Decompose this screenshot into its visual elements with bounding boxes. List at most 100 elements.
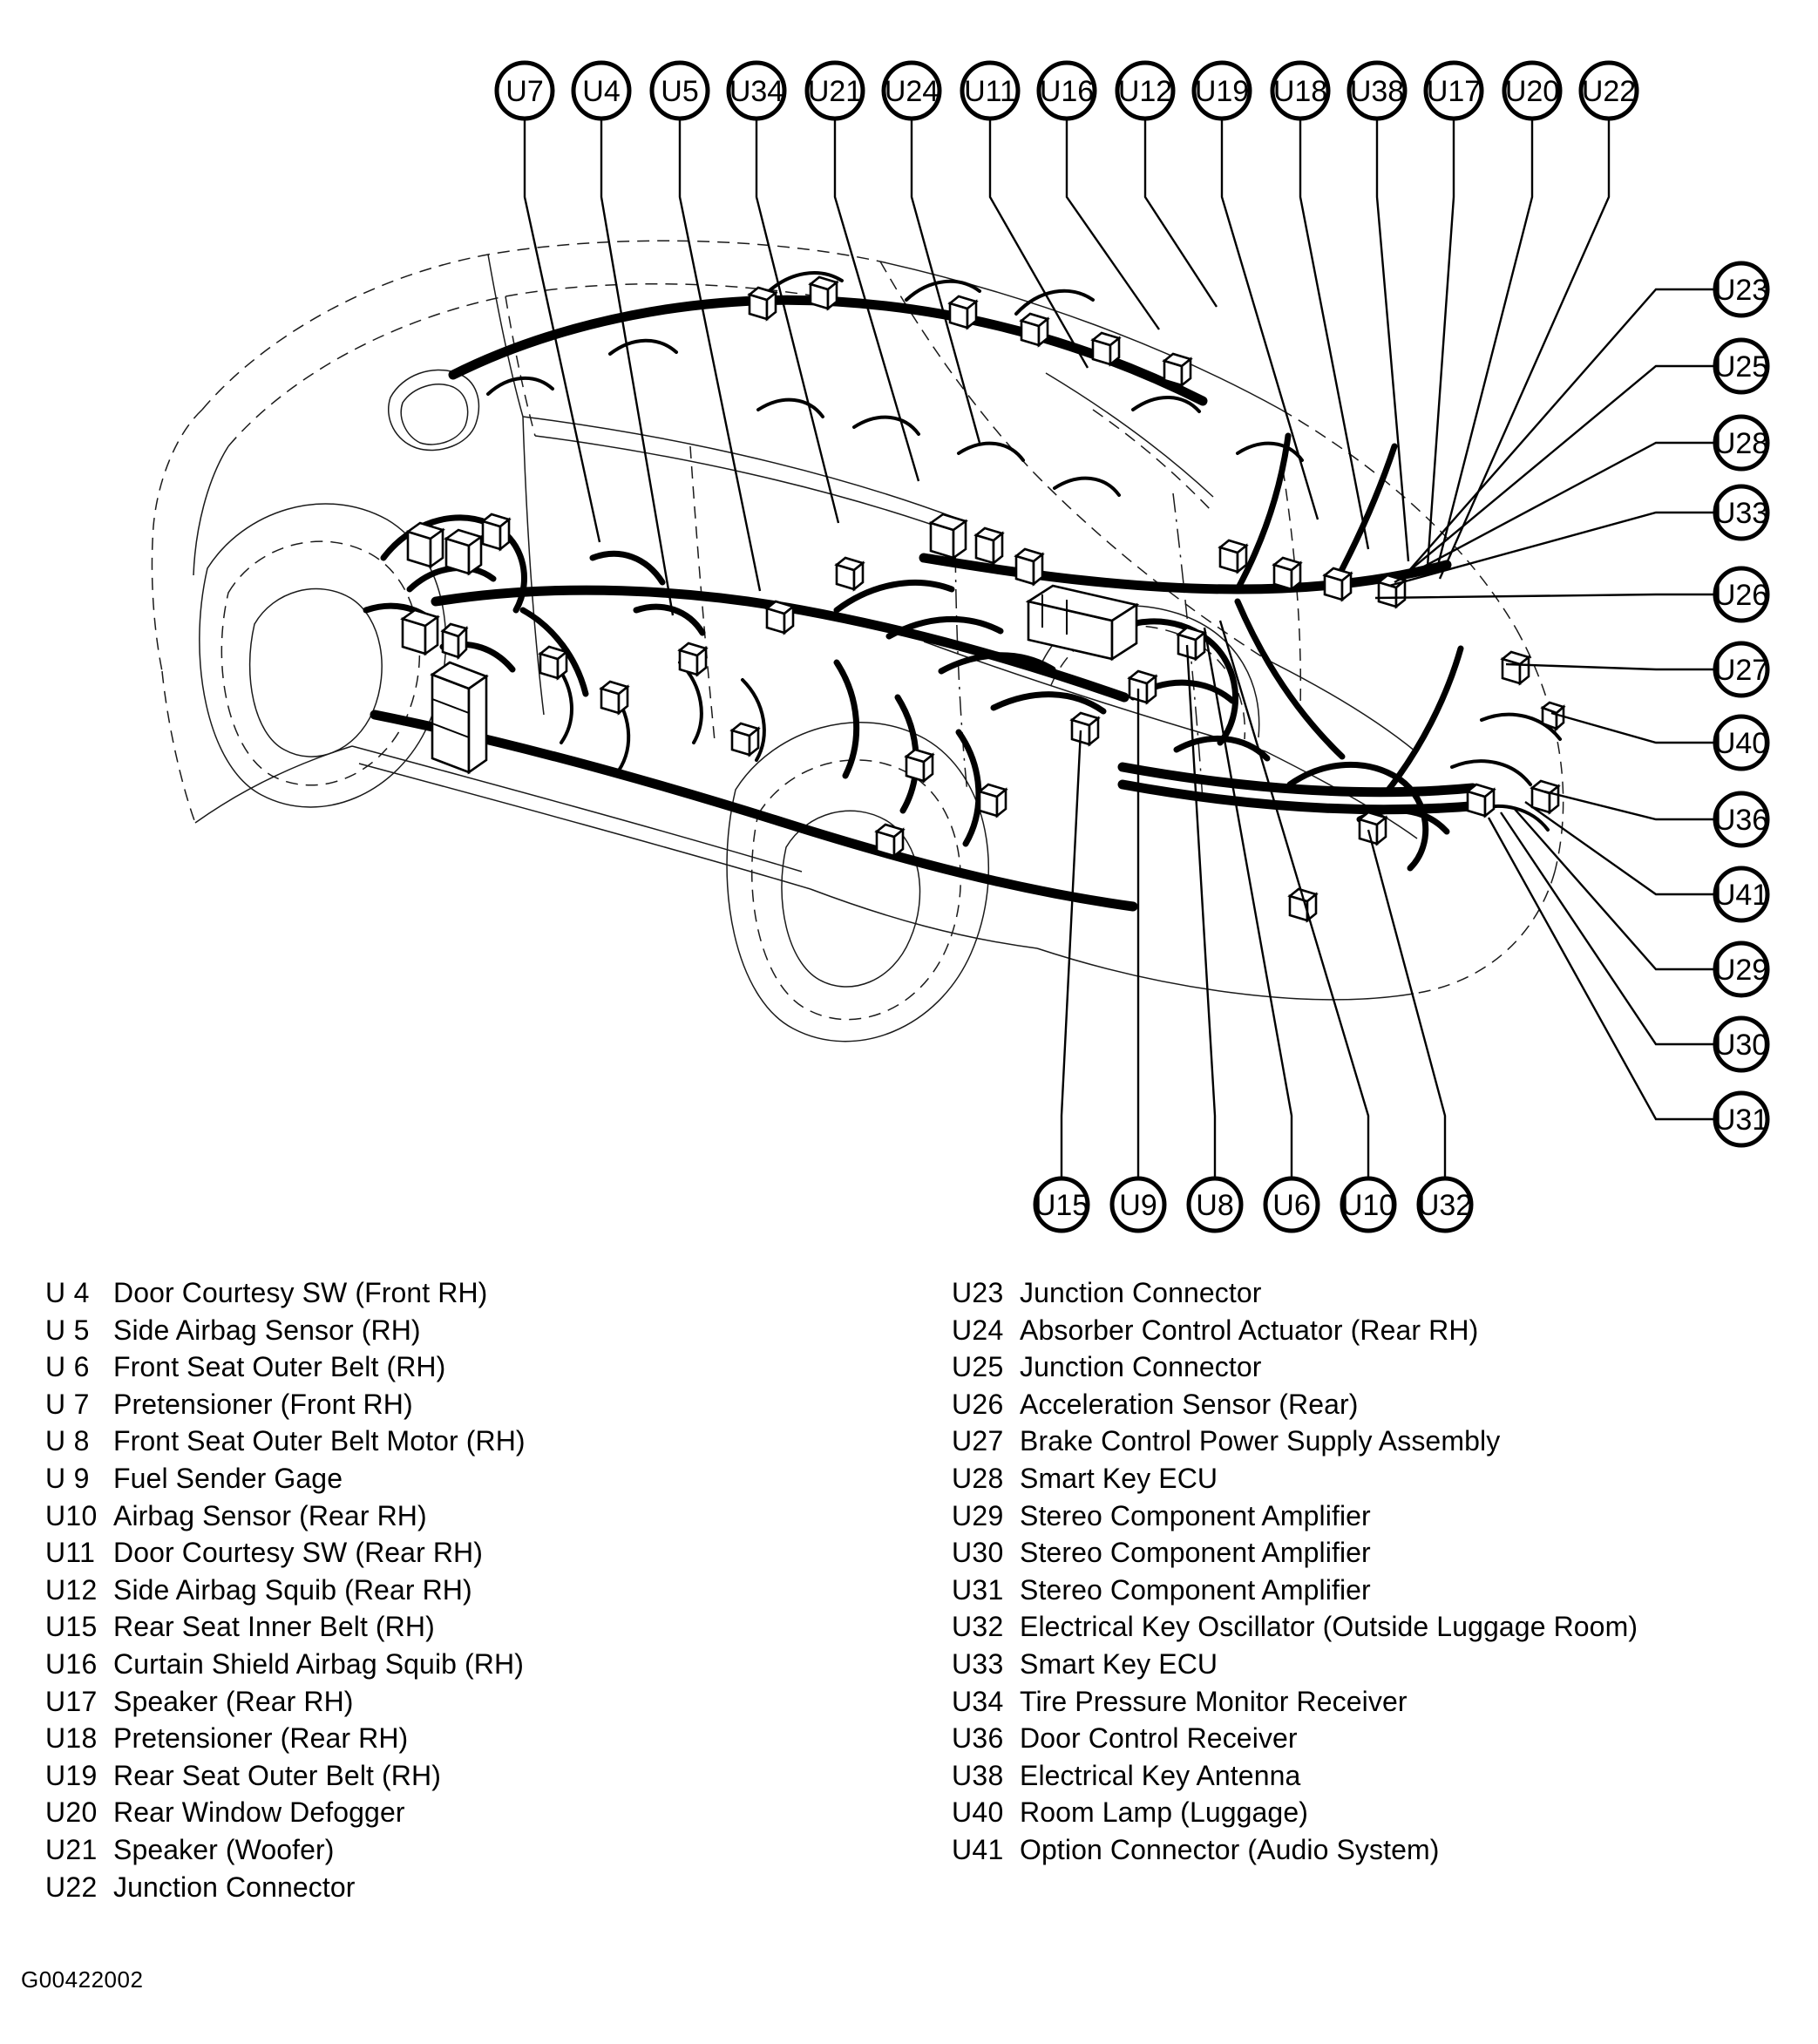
callout-label: U16 (1040, 75, 1094, 108)
callout-u41[interactable]: U41 (1713, 866, 1770, 923)
callout-u30[interactable]: U30 (1713, 1015, 1770, 1073)
legend-label: Stereo Component Amplifier (1020, 1499, 1371, 1531)
callout-label: U11 (964, 75, 1016, 108)
callout-circle (1713, 261, 1770, 318)
leader-line (1426, 120, 1455, 567)
legend-label: Stereo Component Amplifier (1020, 1537, 1371, 1569)
callout-u28[interactable]: U28 (1713, 414, 1770, 472)
callout-u9[interactable]: U9 (1109, 1176, 1167, 1233)
callout-u32[interactable]: U32 (1416, 1176, 1474, 1233)
callout-u33[interactable]: U33 (1713, 484, 1770, 541)
callout-u40[interactable]: U40 (1713, 714, 1770, 771)
document-code: G00422002 (21, 1966, 144, 1993)
callout-u19[interactable]: U19 (1191, 60, 1252, 121)
legend-label: Front Seat Outer Belt Motor (RH) (113, 1425, 526, 1457)
legend-code: U 5 (45, 1314, 90, 1346)
leader-line (1299, 120, 1370, 550)
leader-line (1060, 730, 1082, 1177)
callout-u20[interactable]: U20 (1502, 60, 1563, 121)
legend-code: U29 (952, 1499, 1004, 1531)
leader-line (988, 120, 1089, 369)
callout-circle (1713, 791, 1770, 848)
callout-circle (1713, 1015, 1770, 1073)
legend-code: U 7 (45, 1388, 90, 1420)
callout-u5[interactable]: U5 (649, 60, 710, 121)
callout-circle (1502, 60, 1563, 121)
legend-label: Tire Pressure Monitor Receiver (1020, 1685, 1408, 1717)
callout-u12[interactable]: U12 (1115, 60, 1176, 121)
legend-label: Front Seat Outer Belt (RH) (113, 1351, 446, 1383)
callout-u7[interactable]: U7 (494, 60, 555, 121)
callout-label: U12 (1118, 75, 1172, 108)
callout-u4[interactable]: U4 (571, 60, 632, 121)
leader-line (1487, 817, 1715, 1121)
legend-code: U15 (45, 1611, 98, 1643)
callout-u25[interactable]: U25 (1713, 337, 1770, 395)
leader-line (910, 120, 981, 444)
leader-line (1512, 806, 1715, 971)
leader-line (1220, 120, 1319, 520)
callout-label: U23 (1714, 274, 1768, 307)
callout-u36[interactable]: U36 (1713, 791, 1770, 848)
callout-u6[interactable]: U6 (1263, 1176, 1320, 1233)
callout-circle (804, 60, 865, 121)
legend-label: Junction Connector (113, 1871, 356, 1903)
callout-u27[interactable]: U27 (1713, 641, 1770, 698)
callout-u17[interactable]: U17 (1423, 60, 1484, 121)
callout-u29[interactable]: U29 (1713, 941, 1770, 998)
callout-u38[interactable]: U38 (1347, 60, 1408, 121)
legend-code: U 4 (45, 1277, 90, 1308)
legend-label: Airbag Sensor (Rear RH) (113, 1499, 427, 1531)
callout-circle (881, 60, 942, 121)
legend-code: U32 (952, 1611, 1004, 1643)
callout-label: U8 (1196, 1189, 1233, 1222)
callout-circle (726, 60, 787, 121)
callout-label: U40 (1714, 727, 1768, 760)
callout-circle (1713, 566, 1770, 623)
legend-label: Door Control Receiver (1020, 1722, 1298, 1755)
callout-u24[interactable]: U24 (881, 60, 942, 121)
callout-u34[interactable]: U34 (726, 60, 787, 121)
leader-line (755, 120, 840, 524)
callout-u22[interactable]: U22 (1578, 60, 1639, 121)
legend-label: Curtain Shield Airbag Squib (RH) (113, 1647, 524, 1680)
legend-label: Door Courtesy SW (Rear RH) (113, 1537, 484, 1569)
callout-u8[interactable]: U8 (1186, 1176, 1244, 1233)
callout-u16[interactable]: U16 (1036, 60, 1097, 121)
callout-label: U26 (1714, 579, 1768, 612)
callout-u18[interactable]: U18 (1270, 60, 1331, 121)
callout-label: U27 (1714, 654, 1768, 687)
callout-u10[interactable]: U10 (1340, 1176, 1397, 1233)
callout-u26[interactable]: U26 (1713, 566, 1770, 623)
callout-u31[interactable]: U31 (1713, 1090, 1770, 1148)
callout-u21[interactable]: U21 (804, 60, 865, 121)
callout-label: U32 (1418, 1189, 1472, 1222)
legend-code: U12 (45, 1573, 98, 1606)
callout-u23[interactable]: U23 (1713, 261, 1770, 318)
legend-label: Fuel Sender Gage (113, 1462, 343, 1494)
callout-label: U30 (1714, 1029, 1768, 1062)
vehicle-body-outline (151, 240, 1564, 1042)
harness-connectors (400, 275, 1566, 923)
leader-line (1435, 120, 1534, 573)
legend-label: Speaker (Rear RH) (113, 1685, 354, 1717)
callout-label: U25 (1714, 350, 1768, 384)
legend-label: Stereo Component Amplifier (1020, 1573, 1371, 1606)
callout-label: U10 (1341, 1189, 1395, 1222)
callout-u11[interactable]: U11 (960, 60, 1021, 121)
legend-code: U30 (952, 1537, 1004, 1569)
callout-circle (960, 60, 1021, 121)
callout-u15[interactable]: U15 (1033, 1176, 1090, 1233)
legend-label: Brake Control Power Supply Assembly (1020, 1425, 1501, 1457)
callout-circle (1713, 714, 1770, 771)
